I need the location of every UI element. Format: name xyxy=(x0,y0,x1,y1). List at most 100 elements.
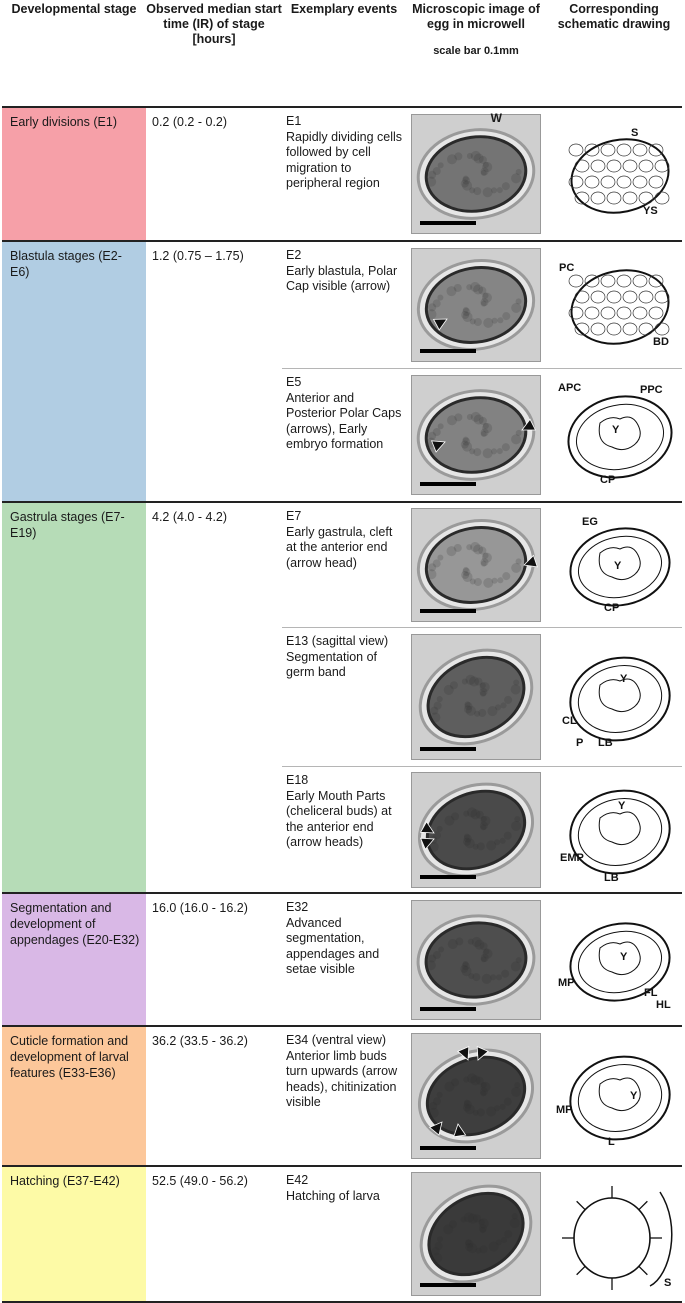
drawing-label: Y xyxy=(612,424,620,436)
stage-row: Blastula stages (E2-E6) 1.2 (0.75 – 1.75… xyxy=(2,241,682,503)
drawing-label: MP xyxy=(556,1104,573,1116)
event-text: Advanced segmentation, appendages and se… xyxy=(286,915,380,977)
header-time: Observed median start time (IR) of stage… xyxy=(146,2,282,108)
stage-time: 1.2 (0.75 – 1.75) xyxy=(146,241,282,503)
event-text: Anterior limb buds turn upwards (arrow h… xyxy=(286,1048,398,1110)
event-code: E34 (ventral view) xyxy=(286,1033,387,1047)
header-stage: Developmental stage xyxy=(2,2,146,108)
micrograph-svg xyxy=(412,1034,540,1158)
event-text: Early gastrula, cleft at the anterior en… xyxy=(286,524,393,570)
drawing-label: LB xyxy=(598,737,613,749)
drawing-label: PC xyxy=(559,262,574,274)
schematic-svg: S xyxy=(562,1186,673,1290)
schematic-drawing: Y MP L xyxy=(554,1041,674,1151)
drawing-label: Y xyxy=(620,673,628,685)
stage-time: 4.2 (4.0 - 4.2) xyxy=(146,502,282,894)
micrograph xyxy=(411,248,541,362)
drawing-label: S xyxy=(631,127,638,139)
event-code: E2 xyxy=(286,248,302,262)
stage-time: 0.2 (0.2 - 0.2) xyxy=(146,107,282,242)
drawing-label: Y xyxy=(618,800,626,812)
stage-time: 52.5 (49.0 - 56.2) xyxy=(146,1166,282,1303)
event-text: Early blastula, Polar Cap visible (arrow… xyxy=(286,263,398,294)
schematic-svg: S YS xyxy=(568,127,670,217)
drawing-label: EG xyxy=(582,516,598,528)
micrograph-svg xyxy=(412,115,540,233)
micrograph-svg xyxy=(412,249,540,361)
stage-time: 16.0 (16.0 - 16.2) xyxy=(146,893,282,1027)
event-text: Rapidly dividing cells followed by cell … xyxy=(286,129,403,191)
drawing-label: BD xyxy=(653,336,669,348)
stage-name: Gastrula stages (E7-E19) xyxy=(2,502,146,894)
drawing-label: L xyxy=(608,1136,615,1148)
drawing-label: CP xyxy=(600,474,615,486)
stage-row: Gastrula stages (E7-E19) 4.2 (4.0 - 4.2)… xyxy=(2,502,682,894)
micrograph xyxy=(411,1033,541,1159)
event-code: E18 xyxy=(286,773,309,787)
micrograph-label: W xyxy=(490,111,502,125)
stage-time: 36.2 (33.5 - 36.2) xyxy=(146,1026,282,1167)
event-code: E32 xyxy=(286,900,309,914)
micrograph-svg xyxy=(412,635,540,759)
header-image-label: Microscopic image of egg in microwell xyxy=(412,2,540,31)
stage-name: Early divisions (E1) xyxy=(2,107,146,242)
micrograph-svg xyxy=(412,376,540,494)
event-code: E1 xyxy=(286,114,302,128)
micrograph-svg xyxy=(412,509,540,621)
event-block: E34 (ventral view)Anterior limb buds tur… xyxy=(282,1027,682,1165)
drawing-label: YS xyxy=(643,205,658,217)
stage-row: Cuticle formation and development of lar… xyxy=(2,1026,682,1167)
stage-name: Hatching (E37-E42) xyxy=(2,1166,146,1303)
event-code: E42 xyxy=(286,1173,309,1187)
event-text: Early Mouth Parts (cheliceral buds) at t… xyxy=(286,788,392,850)
header-events: Exemplary events xyxy=(282,2,406,108)
event-code: E13 (sagittal view) xyxy=(286,634,389,648)
drawing-label: MP xyxy=(558,977,575,989)
drawing-label: CL xyxy=(562,715,577,727)
schematic-drawing: PC BD xyxy=(555,255,673,355)
drawing-label: P xyxy=(576,737,583,749)
stage-name: Segmentation and development of appendag… xyxy=(2,893,146,1027)
schematic-svg: Y MP L xyxy=(556,1055,671,1148)
drawing-label: Y xyxy=(620,951,628,963)
header-drawing: Corresponding schematic drawing xyxy=(546,2,682,108)
schematic-drawing: S xyxy=(552,1176,676,1292)
micrograph xyxy=(411,634,541,760)
drawing-label: APC xyxy=(558,382,581,394)
stage-name: Cuticle formation and development of lar… xyxy=(2,1026,146,1167)
header-scale-bar: scale bar 0.1mm xyxy=(433,45,519,57)
header-row: Developmental stage Observed median star… xyxy=(2,2,682,108)
drawing-label: CP xyxy=(604,602,619,614)
event-block: E13 (sagittal view)Segmentation of germ … xyxy=(282,628,682,767)
event-text: Hatching of larva xyxy=(286,1188,380,1203)
drawing-label: LB xyxy=(604,872,619,884)
stage-row: Hatching (E37-E42) 52.5 (49.0 - 56.2) E4… xyxy=(2,1166,682,1303)
schematic-drawing: EG Y CP xyxy=(554,513,674,617)
event-text: Segmentation of germ band xyxy=(286,649,378,680)
drawing-label: HL xyxy=(656,999,671,1011)
stage-row: Segmentation and development of appendag… xyxy=(2,893,682,1027)
micrograph xyxy=(411,771,541,888)
micrograph-svg xyxy=(412,772,540,887)
schematic-drawing: S YS xyxy=(555,124,673,224)
drawing-label: Y xyxy=(614,560,622,572)
micrograph xyxy=(411,508,541,622)
schematic-svg: Y CL P LB xyxy=(562,656,671,749)
drawing-label: S xyxy=(664,1277,671,1289)
drawing-label: FL xyxy=(644,987,658,999)
drawing-label: Y xyxy=(630,1090,638,1102)
micrograph xyxy=(411,899,541,1020)
